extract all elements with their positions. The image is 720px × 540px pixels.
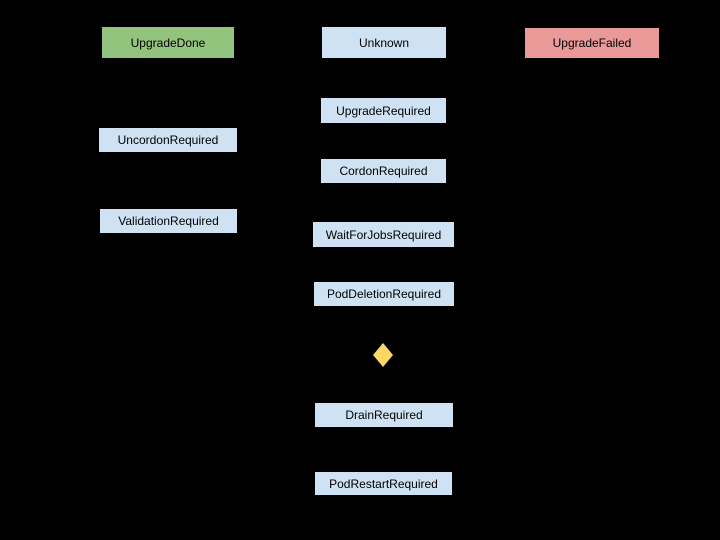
node-upgrade-done: UpgradeDone — [102, 27, 234, 58]
node-upgrade-required: UpgradeRequired — [321, 98, 446, 123]
node-pod-restart-required: PodRestartRequired — [315, 472, 452, 495]
node-pod-deletion-required: PodDeletionRequired — [314, 282, 454, 306]
node-uncordon-required: UncordonRequired — [99, 128, 237, 152]
node-upgrade-failed: UpgradeFailed — [525, 28, 659, 58]
node-validation-required: ValidationRequired — [100, 209, 237, 233]
node-wait-for-jobs-required: WaitForJobsRequired — [313, 222, 454, 247]
node-unknown: Unknown — [322, 27, 446, 58]
node-drain-required: DrainRequired — [315, 403, 453, 427]
decision-diamond-icon — [373, 343, 393, 367]
node-cordon-required: CordonRequired — [321, 159, 446, 183]
